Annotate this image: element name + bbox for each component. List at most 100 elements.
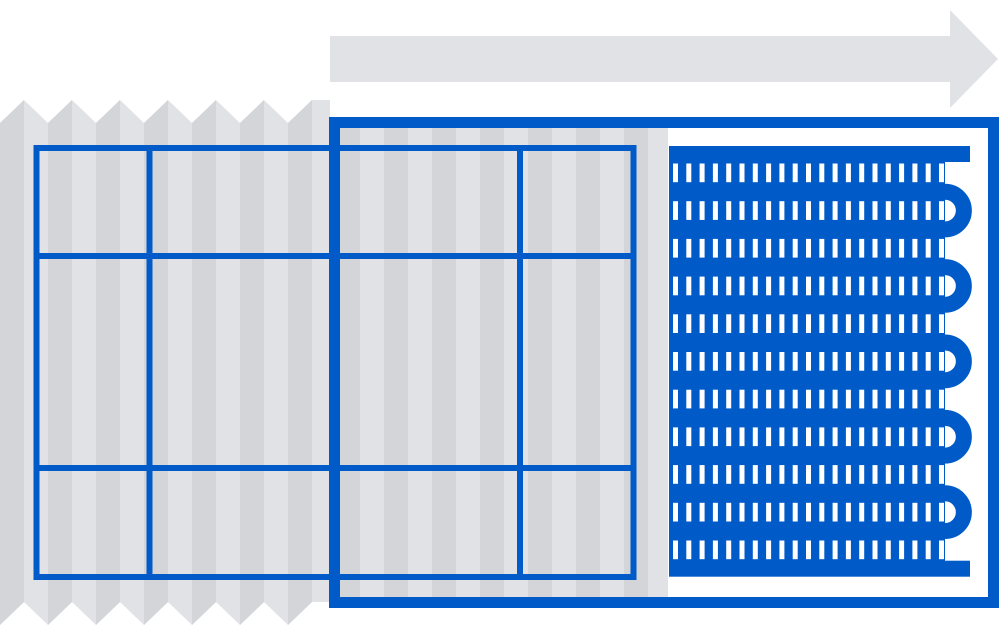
fin-gap — [939, 465, 944, 484]
fin-gap — [752, 201, 758, 220]
fin-gap — [752, 465, 758, 484]
fin-gap — [806, 427, 811, 447]
fin-gap — [859, 540, 865, 560]
fin-gap — [832, 465, 838, 484]
fin-gap — [912, 163, 918, 183]
fin-gap — [939, 314, 944, 333]
fin-gap — [699, 314, 705, 333]
fin-gap — [925, 465, 931, 484]
fin-gap — [779, 238, 785, 258]
fin-gap — [712, 314, 718, 333]
fin-gap — [845, 427, 851, 447]
fin-gap — [925, 201, 931, 220]
fin-gap — [912, 314, 918, 333]
fin-gap — [739, 389, 745, 409]
fin-gap — [819, 465, 825, 484]
fin-gap — [779, 201, 785, 220]
coil-tube — [669, 523, 945, 539]
fin-gap — [859, 314, 865, 333]
fin-gap — [766, 465, 772, 484]
fin-gap — [925, 276, 931, 296]
fin-gap — [925, 314, 931, 333]
fin-gap — [806, 352, 811, 371]
fin-gap — [819, 352, 825, 371]
fin-gap — [699, 352, 705, 371]
fin-gap — [712, 389, 718, 409]
fin-gap — [806, 465, 811, 484]
fin-gap — [885, 540, 891, 560]
coil-tube — [669, 409, 945, 426]
fin-gap — [912, 276, 918, 296]
fin-gap — [686, 238, 692, 258]
fin-gap — [686, 352, 692, 371]
fin-gap — [845, 540, 851, 560]
fin-gap — [925, 389, 931, 409]
fin-gap — [912, 352, 918, 371]
fin-gap — [739, 163, 745, 183]
fin-gap — [939, 502, 944, 522]
fin-gap — [845, 238, 851, 258]
fin-gap — [699, 201, 705, 220]
fin-gap — [885, 163, 891, 183]
fin-gap — [792, 540, 798, 560]
fin-gap — [872, 163, 878, 183]
fin-gap — [686, 163, 692, 183]
fin-gap — [859, 238, 865, 258]
fin-gap — [766, 276, 772, 296]
fin-gap — [766, 427, 772, 447]
coil-u-bend — [944, 409, 972, 464]
fin-gap — [739, 465, 745, 484]
fin-gap — [832, 201, 838, 220]
fin-gap — [885, 389, 891, 409]
fin-gap — [686, 314, 692, 333]
fin-gap — [899, 201, 905, 220]
fin-gap — [899, 314, 905, 333]
fin-gap — [845, 163, 851, 183]
fin-gap — [806, 502, 811, 522]
fin-gap — [899, 427, 905, 447]
fin-gap — [712, 163, 718, 183]
fin-gap — [832, 276, 838, 296]
fin-gap — [872, 389, 878, 409]
fin-gap — [792, 352, 798, 371]
fin-gap — [885, 465, 891, 484]
fin-gap — [792, 502, 798, 522]
fin-gap — [925, 352, 931, 371]
fin-gap — [726, 502, 732, 522]
fin-gap — [885, 352, 891, 371]
fin-gap — [792, 163, 798, 183]
filter-pleat — [96, 100, 120, 625]
fin-gap — [686, 465, 692, 484]
fin-gap — [859, 352, 865, 371]
fin-gap — [912, 540, 918, 560]
fin-gap — [766, 540, 772, 560]
filter-pleat — [480, 100, 504, 625]
fin-gap — [726, 163, 732, 183]
filter-pleat — [192, 100, 216, 625]
fin-gap — [845, 276, 851, 296]
fin-gap — [779, 389, 785, 409]
fin-gap — [779, 314, 785, 333]
fin-gap — [819, 427, 825, 447]
fin-gap — [712, 427, 718, 447]
coil-u-bend — [944, 485, 972, 539]
fin-gap — [792, 389, 798, 409]
fin-gap — [899, 389, 905, 409]
filter-pleat — [0, 100, 24, 625]
fin-gap — [686, 389, 692, 409]
fin-gap — [779, 465, 785, 484]
fin-gap — [726, 427, 732, 447]
fin-gap — [792, 276, 798, 296]
fin-gap — [726, 540, 732, 560]
fin-gap — [859, 201, 865, 220]
fin-gap — [872, 427, 878, 447]
fin-gap — [845, 502, 851, 522]
fin-gap — [819, 314, 825, 333]
fin-gap — [686, 276, 692, 296]
fin-gap — [872, 276, 878, 296]
fin-gap — [686, 502, 692, 522]
fin-gap — [845, 465, 851, 484]
fin-gap — [673, 314, 678, 333]
fin-gap — [912, 238, 918, 258]
